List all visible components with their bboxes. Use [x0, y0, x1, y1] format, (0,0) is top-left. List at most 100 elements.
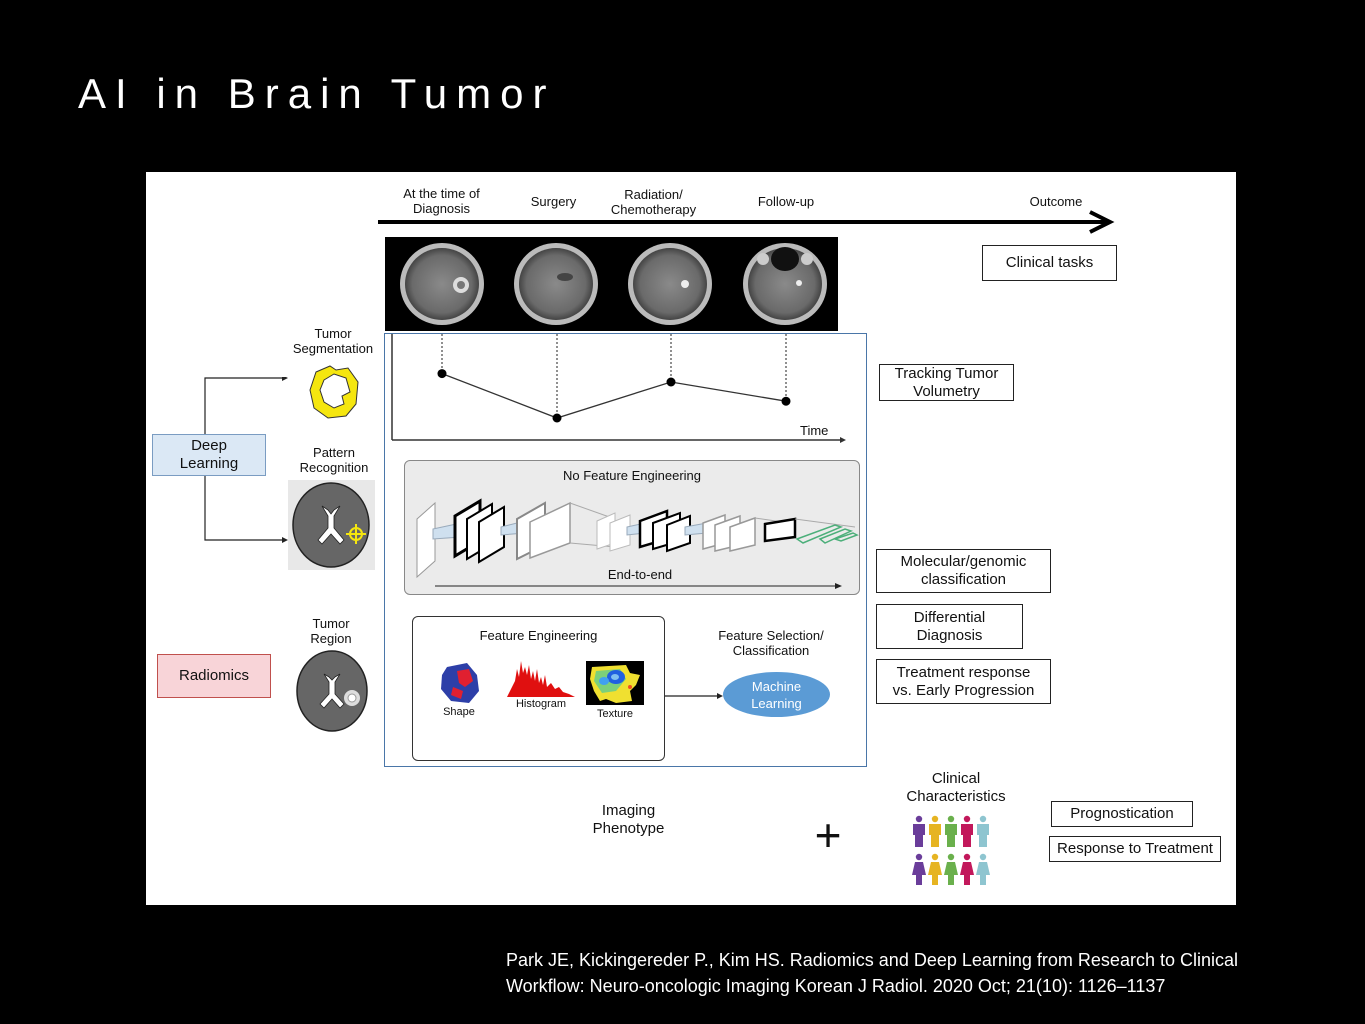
deep-learning-panel: No Feature Engineering	[404, 460, 860, 595]
ml-line1: Machine	[751, 678, 802, 694]
histogram-feature-icon	[507, 661, 575, 697]
volumetry-x-label: Time	[800, 423, 828, 438]
mri-radiation	[628, 243, 712, 325]
volumetry-x-arrowhead	[840, 437, 846, 443]
pattern-recognition-panel	[288, 480, 375, 570]
mri-images	[400, 243, 827, 325]
female-person-icon	[960, 853, 974, 885]
plus-sign: +	[814, 809, 842, 861]
volumetry-line	[441, 372, 787, 419]
imaging-line2: Phenotype	[592, 820, 665, 837]
pattern-recognition-label: Pattern Recognition	[284, 445, 384, 475]
no-feature-engineering-label: No Feature Engineering	[562, 468, 702, 483]
cnn-architecture-icon	[416, 498, 859, 589]
feature-selection-label: Feature Selection/ Classification	[706, 628, 836, 658]
male-person-icon	[913, 815, 925, 847]
molecular-line2: classification	[920, 571, 1007, 588]
histogram-label: Histogram	[515, 698, 567, 710]
female-person-icon	[944, 853, 958, 885]
stage-radiation-line1: Radiation/	[624, 187, 683, 202]
clinical-tasks-header: Clinical tasks	[982, 245, 1117, 281]
imaging-line1: Imaging	[601, 802, 656, 819]
clinical-line2: Characteristics	[906, 788, 1006, 805]
shape-feature-icon	[441, 663, 479, 703]
texture-label: Texture	[596, 708, 634, 720]
feature-to-ml-arrow	[665, 693, 723, 699]
deep-learning-box: Deep Learning	[152, 434, 266, 476]
feature-selection-line2: Classification	[732, 643, 810, 658]
volumetry-point	[781, 396, 791, 406]
mri-diagnosis	[400, 243, 484, 325]
molecular-classification-box: Molecular/genomic classification	[876, 549, 1051, 593]
volumetry-chart: Time	[391, 334, 846, 443]
tumor-region-line2: Region	[310, 631, 352, 646]
treatment-response-box: Treatment response vs. Early Progression	[876, 659, 1051, 704]
stage-followup-label: Follow-up	[757, 194, 815, 209]
response-to-treatment-box: Response to Treatment	[1049, 836, 1221, 862]
differential-line2: Diagnosis	[916, 626, 983, 644]
differential-diagnosis-box: Differential Diagnosis	[876, 604, 1023, 649]
male-person-icon	[977, 815, 989, 847]
volumetry-point	[552, 413, 562, 423]
patient-population-icon	[912, 815, 990, 885]
treatment-line2: vs. Early Progression	[892, 681, 1035, 699]
treatment-line1: Treatment response	[896, 663, 1031, 681]
deep-learning-line1: Deep	[191, 437, 227, 454]
stage-diagnosis-label: At the time of Diagnosis	[394, 186, 489, 216]
end-to-end-label: End-to-end	[607, 567, 673, 582]
differential-line1: Differential	[913, 608, 986, 626]
tumor-segmentation-label: Tumor Segmentation	[283, 326, 383, 356]
prognostication-box: Prognostication	[1051, 801, 1193, 827]
female-person-icon	[976, 853, 990, 885]
stage-surgery-label: Surgery	[530, 194, 577, 209]
pattern-recognition-line1: Pattern	[313, 445, 355, 460]
deep-learning-branch-arrows	[204, 377, 288, 543]
tracking-line2: Volumetry	[913, 382, 980, 400]
tracking-line1: Tracking Tumor	[894, 364, 999, 382]
tumor-segmentation-icon	[309, 365, 359, 419]
citation-line1: Park JE, Kickingereder P., Kim HS. Radio…	[506, 950, 1238, 970]
tumor-region-line1: Tumor	[312, 616, 350, 631]
feature-engineering-panel: Feature Engineering Shape Histogram Text…	[412, 616, 665, 761]
pattern-recognition-line2: Recognition	[299, 460, 369, 475]
clinical-line1: Clinical	[931, 770, 981, 787]
volumetry-point	[437, 369, 447, 379]
stage-radiation-line2: Chemotherapy	[610, 202, 697, 217]
tumor-segmentation-line2: Segmentation	[292, 341, 374, 356]
clinical-characteristics-label: Clinical Characteristics	[891, 770, 1021, 806]
texture-feature-icon	[586, 661, 644, 705]
mri-strip	[385, 237, 838, 331]
female-person-icon	[912, 853, 926, 885]
figure-panel: At the time of Diagnosis Surgery Radiati…	[146, 172, 1236, 905]
tracking-volumetry-box: Tracking Tumor Volumetry	[879, 364, 1014, 401]
ml-line2: Learning	[751, 695, 802, 711]
timeline-arrow	[378, 210, 1115, 234]
volumetry-point	[666, 377, 676, 387]
tumor-region-label: Tumor Region	[281, 616, 381, 646]
stage-diagnosis-line2: Diagnosis	[412, 201, 471, 216]
brain-pattern-icon	[292, 482, 370, 568]
citation: Park JE, Kickingereder P., Kim HS. Radio…	[506, 947, 1238, 999]
slide-title: AI in Brain Tumor	[78, 70, 556, 117]
texture-map-icon	[590, 665, 640, 703]
deep-learning-line2: Learning	[179, 455, 239, 472]
imaging-phenotype-label: Imaging Phenotype	[566, 802, 691, 838]
tumor-segmentation-line1: Tumor	[314, 326, 352, 341]
male-person-icon	[929, 815, 941, 847]
shape-label: Shape	[443, 706, 475, 718]
stage-diagnosis-line1: At the time of	[403, 186, 480, 201]
imaging-phenotype-frame	[384, 333, 867, 767]
male-person-icon	[945, 815, 957, 847]
brain-tumor-region-icon	[296, 650, 368, 732]
male-person-icon	[961, 815, 973, 847]
stage-outcome-label: Outcome	[1029, 194, 1083, 209]
machine-learning-ellipse: Machine Learning	[723, 672, 830, 717]
radiomics-box: Radiomics	[157, 654, 271, 698]
mri-surgery	[514, 243, 598, 325]
female-person-icon	[928, 853, 942, 885]
feature-engineering-label: Feature Engineering	[479, 628, 598, 643]
feature-selection-line1: Feature Selection/	[718, 628, 824, 643]
citation-line2: Workflow: Neuro-oncologic Imaging Korean…	[506, 976, 1166, 996]
stage-radiation-label: Radiation/ Chemotherapy	[601, 187, 706, 217]
molecular-line1: Molecular/genomic	[900, 553, 1027, 570]
